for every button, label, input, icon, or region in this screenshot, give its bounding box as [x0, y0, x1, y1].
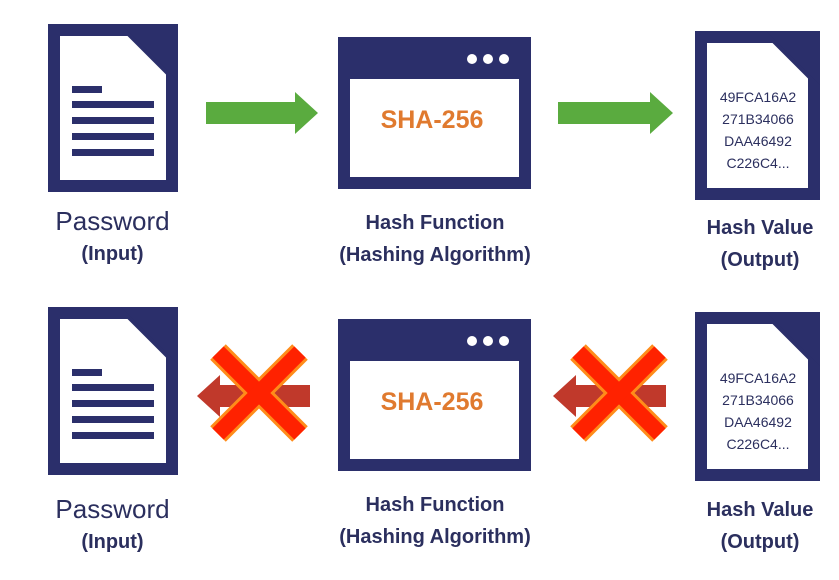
hashing-algorithm-subtitle: (Hashing Algorithm) — [339, 526, 531, 548]
hash-function-window-icon: SHA-256 — [338, 37, 531, 189]
output-subtitle: (Output) — [720, 249, 800, 271]
hash-line: 271B34066 — [722, 392, 794, 408]
password-document-icon — [48, 24, 178, 192]
hash-line: C226C4... — [726, 155, 789, 171]
password-title: Password — [55, 206, 170, 236]
input-subtitle: (Input) — [81, 243, 144, 265]
password-title: Password — [55, 494, 170, 524]
hash-function-window-icon: SHA-256 — [338, 319, 531, 471]
output-subtitle: (Output) — [720, 531, 800, 553]
hash-value-label: Hash Value (Output) — [680, 217, 839, 272]
algorithm-name: SHA-256 — [381, 106, 484, 134]
blocked-cross-icon — [210, 344, 308, 442]
algorithm-name: SHA-256 — [381, 388, 484, 416]
input-subtitle: (Input) — [81, 531, 144, 553]
row-2: SHA-256 49FCA16A2 271B34066 DAA46492 C22… — [48, 307, 820, 481]
hash-line: DAA46492 — [724, 414, 792, 430]
hash-line: DAA46492 — [724, 133, 792, 149]
hash-line: C226C4... — [726, 436, 789, 452]
password-document-icon — [48, 307, 178, 475]
hash-value-title: Hash Value — [706, 217, 814, 239]
row-1: SHA-256 49FCA16A2 271B34066 DAA46492 C22… — [48, 24, 820, 200]
blocked-cross-icon — [570, 344, 668, 442]
hash-function-title: Hash Function — [365, 212, 505, 234]
hash-function-label: Hash Function (Hashing Algorithm) — [325, 212, 545, 267]
forward-arrow — [558, 92, 673, 134]
hashing-algorithm-subtitle: (Hashing Algorithm) — [339, 244, 531, 266]
hash-function-title: Hash Function — [365, 494, 505, 516]
hash-line: 49FCA16A2 — [720, 370, 796, 386]
hash-value-document-icon: 49FCA16A2 271B34066 DAA46492 C226C4... — [695, 312, 820, 481]
forward-arrow — [206, 92, 318, 134]
password-label: Password (Input) — [40, 494, 185, 554]
hash-line: 271B34066 — [722, 111, 794, 127]
password-label: Password (Input) — [40, 206, 185, 266]
hash-value-document-icon: 49FCA16A2 271B34066 DAA46492 C226C4... — [695, 31, 820, 200]
hash-value-title: Hash Value — [706, 499, 814, 521]
hash-line: 49FCA16A2 — [720, 89, 796, 105]
hash-function-label: Hash Function (Hashing Algorithm) — [325, 494, 545, 549]
hash-value-label: Hash Value (Output) — [680, 499, 839, 554]
